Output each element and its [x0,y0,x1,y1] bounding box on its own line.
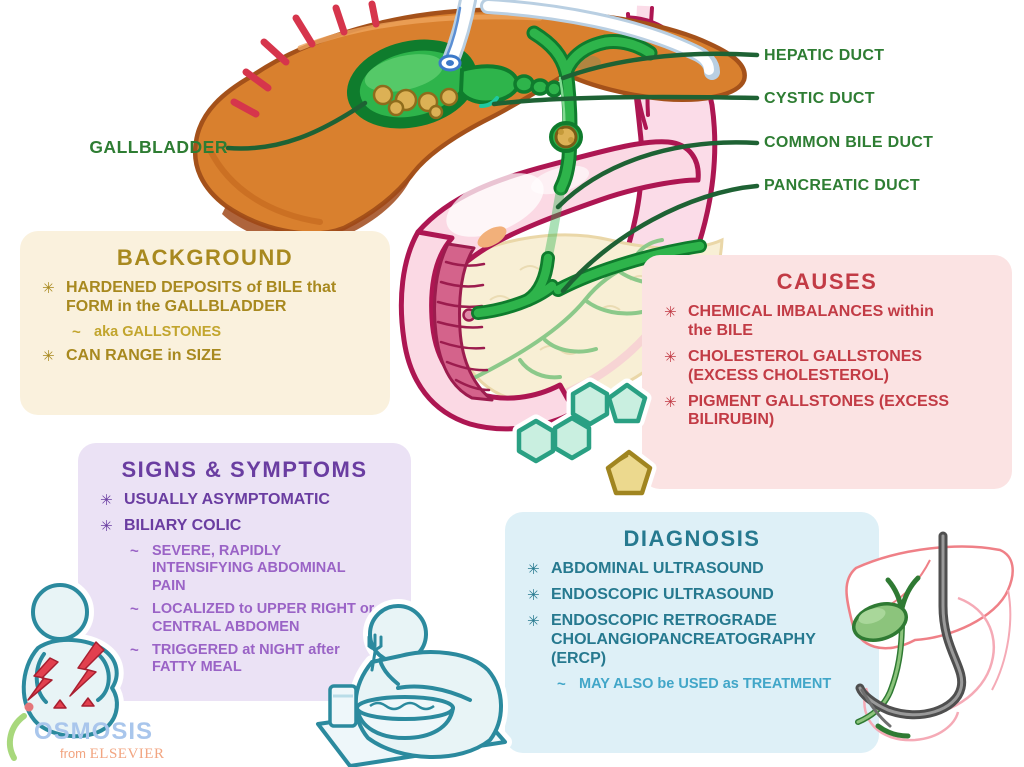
glass-icon [328,684,358,728]
list-subitem: ~ LOCALIZED to UPPER RIGHT or CENTRAL AB… [130,601,375,635]
bile-ducts [471,25,707,320]
tagline-elsevier: ELSEVIER [89,746,165,762]
bullet-star-icon: ✳ [100,492,113,509]
gallbladder-and-ducts [852,575,921,739]
background-box: BACKGROUND ✳ HARDENED DEPOSITS of BILE t… [20,231,390,415]
ercp-endoscopy-illustration [845,531,1014,742]
list-subitem: ~ aka GALLSTONES [72,323,222,341]
list-subitem: ~ TRIGGERED at NIGHT after FATTY MEAL [130,641,340,676]
leader-lines [225,51,760,294]
signs-symptoms-box: SIGNS & SYMPTOMS ✳ USUALLY ASYMPTOMATIC … [78,443,411,701]
hepatic-duct-leader-line [560,51,760,81]
cystic-duct-label: CYSTIC DUCT [764,90,875,107]
list-item: ✳ ENDOSCOPIC ULTRASOUND [527,586,774,604]
list-item: ✳ CHEMICAL IMBALANCES within the BILE [664,303,934,339]
pain-bolt-icon [27,641,105,709]
bullet-star-icon: ✳ [664,304,677,321]
bullet-star-icon: ✳ [42,280,55,297]
bilirubin-molecule-icon [601,445,657,500]
list-item: ✳ USUALLY ASYMPTOMATIC [100,491,330,509]
signs-title: SIGNS & SYMPTOMS [121,457,368,482]
tilde-icon: ~ [130,601,139,619]
bullet-star-icon: ✳ [527,561,540,578]
bullet-star-icon: ✳ [664,348,677,366]
tilde-icon: ~ [557,675,566,693]
bullet-star-icon: ✳ [100,518,113,535]
gallstones [372,84,459,120]
common-bile-duct-leader-line [555,140,760,210]
common-bile-duct-label: COMMON BILE DUCT [764,134,934,151]
cholesterol-molecule-icon [512,377,652,468]
list-item: ✳ ENDOSCOPIC RETROGRADE CHOLANGIOPANCREA… [527,612,816,667]
list-item: ✳ HARDENED DEPOSITS of BILE that FORM in… [42,279,337,315]
list-item: ✳ CAN RANGE in SIZE [42,347,222,366]
causes-box: CAUSES ✳ CHEMICAL IMBALANCES within the … [642,255,1012,489]
list-subitem: ~ SEVERE, RAPIDLY INTENSIFYING ABDOMINAL… [130,543,346,594]
osmosis-logo-mark [6,702,34,761]
bullet-star-icon: ✳ [664,393,677,411]
tilde-icon: ~ [72,323,81,341]
list-item: ✳ BILIARY COLIC [100,517,242,535]
list-item: ✳ CHOLESTEROL GALLSTONES (EXCESS CHOLEST… [664,347,923,384]
diagnosis-box: DIAGNOSIS ✳ ABDOMINAL ULTRASOUND ✳ ENDOS… [505,512,879,753]
bowl-icon [355,695,455,740]
endoscope [855,531,967,728]
gallstone-in-duct [549,121,583,153]
gallbladder-label: GALLBLADDER [89,137,228,157]
tagline-from: from [60,746,86,761]
tilde-icon: ~ [130,543,139,560]
pain-marks [230,0,380,118]
osmosis-tagline: from ELSEVIER [60,746,164,763]
fork-icon [367,633,383,672]
list-item: ✳ PIGMENT GALLSTONES (EXCESS BILIRUBIN) [664,392,950,429]
list-item: ✳ ABDOMINAL ULTRASOUND [527,560,764,578]
list-subitem: ~ MAY ALSO be USED as TREATMENT [557,675,832,693]
background-title: BACKGROUND [116,245,294,270]
causes-title: CAUSES [776,269,878,294]
hepatic-duct-label: HEPATIC DUCT [764,47,885,64]
bullet-star-icon: ✳ [42,348,55,366]
portal-vein-illustration [438,0,720,80]
pancreatic-duct-leader-line [560,183,760,294]
pancreatic-duct-label: PANCREATIC DUCT [764,177,920,194]
gallbladder-leader-line [225,100,368,151]
person-abdominal-pain-illustration [16,578,124,744]
bullet-star-icon: ✳ [527,587,540,604]
person-eating-illustration [311,599,512,767]
cystic-duct-leader-line [491,94,760,107]
diagnosis-title: DIAGNOSIS [623,526,761,551]
osmosis-brand-name: OSMOSIS [34,718,154,745]
bullet-star-icon: ✳ [527,613,540,630]
tilde-icon: ~ [130,641,139,659]
